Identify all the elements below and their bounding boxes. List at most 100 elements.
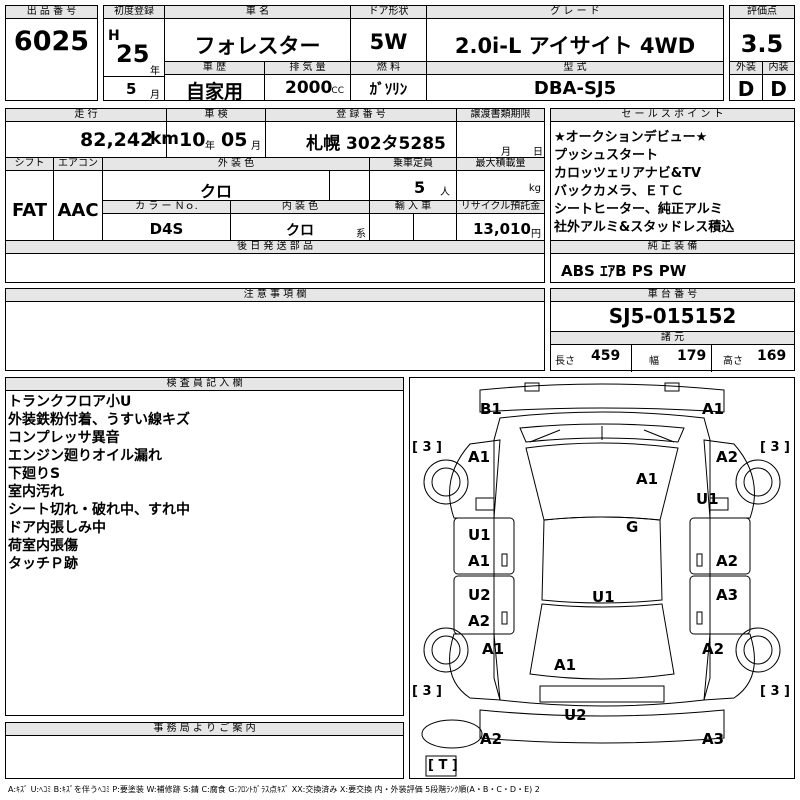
ext-color-label: 外 装 色 [103,158,369,171]
grade-value: 2.0i-L アイサイト 4WD [454,34,696,58]
damage-hood: A1 [636,470,659,488]
equipment-cell: 純 正 装 備 ABS ｴｱB PS PW [550,240,795,283]
damage-windshield: G [626,518,639,536]
displacement-cell: 排 気 量 2000 CC [264,61,351,101]
length-label: 長さ [555,356,575,367]
inspector-label: 検 査 員 記 入 欄 [6,378,403,391]
inspection-cell: 車 検 10 年 05 月 [166,108,266,158]
fuel-value: ｶﾞｿﾘﾝ [369,80,408,98]
equipment-value: ABS ｴｱB PS PW [561,262,687,280]
damage-door-rr: A3 [716,586,739,604]
sales-points-list: ★オークションデビュー★ プッシュスタート カロッツェリアナビ&TV バックカメ… [554,129,734,237]
mileage-value: 82,242 [80,129,154,151]
caution-cell: 注 意 事 項 欄 [5,288,545,371]
damage-rear-right: A3 [702,730,725,748]
max-load-label: 最大積載量 [457,158,544,171]
note-line: トランクフロア小U [8,394,132,410]
int-color-unit: 系 [356,229,366,240]
inspection-label: 車 検 [167,109,265,122]
history-value: 自家用 [185,81,243,103]
sales-point: 社外アルミ&スタッドレス積込 [554,220,735,235]
history-label: 車 歴 [165,62,264,75]
first-registration-cell: 初度登録 H 25 年 [103,5,165,77]
model-value: DBA-SJ5 [533,78,617,99]
lot-label: 出 品 番 号 [6,6,97,19]
damage-fender-rl: A1 [482,640,505,658]
damage-rear-bumper: U2 [564,706,587,724]
height-value: 169 [757,348,787,364]
mileage-unit: km [150,129,180,149]
damage-fender-rr: A2 [702,640,725,658]
tire-spare-tread: [ T ] [428,758,458,773]
shift-value: FAT [11,200,48,221]
note-line: ドア内張しみ中 [8,520,106,536]
damage-fender-fr: A2 [716,448,739,466]
damage-right-mirror: U1 [696,490,719,508]
inspection-month: 05 [221,129,248,151]
sales-point: ★オークションデビュー★ [554,130,708,145]
office-label: 事 務 局 よ り ご 案 内 [6,723,403,736]
displacement-unit: CC [331,86,344,96]
score-value: 3.5 [740,30,784,58]
inspection-year: 10 [179,129,206,151]
sales-point: バックカメラ、ＥＴＣ [554,184,684,199]
sales-point: シートヒーター、純正アルミ [554,202,723,217]
mileage-label: 走 行 [6,109,166,122]
era: H [108,28,120,44]
color-no-value: D4S [149,220,184,238]
damage-roof: U1 [592,588,615,606]
sales-points-cell: セ ー ル ス ポ イ ン ト ★オークションデビュー★ プッシュスタート カロ… [550,108,795,241]
damage-door-rl: A2 [468,612,491,630]
tire-fr-tread: [ 3 ] [760,440,790,455]
damage-front-right: A1 [702,400,725,418]
specs-row: 長さ 459 幅 179 高さ 169 [551,345,794,372]
registration-label: 登 録 番 号 [266,109,456,122]
ext-color-value: クロ [199,182,232,201]
lot-number-cell: 出 品 番 号 6025 [5,5,98,101]
history-cell: 車 歴 自家用 [164,61,265,103]
car-name: フォレスター [194,34,321,58]
import-label: 輸 入 車 [370,201,456,214]
recycle-value: 13,010 [473,220,531,238]
displacement-label: 排 気 量 [265,62,350,75]
sales-point: カロッツェリアナビ&TV [554,166,702,181]
recycle-unit: 円 [531,229,541,240]
interior-grade: D [770,77,787,101]
note-line: 外装鉄粉付着、うすい線キズ [8,412,190,428]
divider [413,214,414,240]
max-load-cell: 最大積載量 kg [456,157,545,201]
capacity-value: 5 [414,178,426,197]
aircon-value: AAC [57,200,99,221]
tire-rr-tread: [ 3 ] [760,684,790,699]
registration-value: 札幌 302タ5285 [306,134,446,154]
interior-grade-label: 内装 [763,62,794,75]
first-reg-month-cell: 5 月 [103,76,165,101]
exterior-grade-cell: 外装 D [729,61,763,101]
note-line: タッチＰ跡 [8,556,78,572]
caution-label: 注 意 事 項 欄 [6,289,544,302]
int-color-cell: 内 装 色 クロ 系 [230,200,370,241]
door-label: ドア形状 [351,6,426,19]
note-line: 荷室内張傷 [8,538,78,554]
year-unit: 年 [150,66,160,77]
later-parts-label: 後 日 発 送 部 品 [6,241,544,254]
score-cell: 評価点 3.5 [729,5,795,62]
color-no-label: カ ラ ー Ｎｏ. [103,201,230,214]
max-load-unit: kg [528,183,541,194]
transfer-label: 譲渡書類期限 [457,109,544,122]
inspection-month-unit: 月 [251,141,261,152]
mileage-cell: 走 行 82,242 km [5,108,179,158]
int-color-value: クロ [286,223,314,239]
month-unit: 月 [150,90,160,101]
width-value: 179 [677,348,707,364]
note-line: エンジン廻りオイル漏れ [8,448,162,464]
grade-label: グ レ ー ド [427,6,723,19]
shift-cell: シフト FAT [5,157,54,241]
chassis-cell: 車 台 番 号 SJ5-015152 諸 元 長さ 459 幅 179 高さ 1… [550,288,795,372]
first-reg-label: 初度登録 [104,6,164,19]
damage-door-rl-upper: U2 [468,586,491,604]
inspector-notes: トランクフロア小U 外装鉄粉付着、うすい線キズ コンプレッサ異音 エンジン廻りオ… [8,393,190,573]
height-label: 高さ [723,356,743,367]
capacity-unit: 人 [440,187,450,198]
transfer-deadline-cell: 譲渡書類期限 月 日 [456,108,545,158]
